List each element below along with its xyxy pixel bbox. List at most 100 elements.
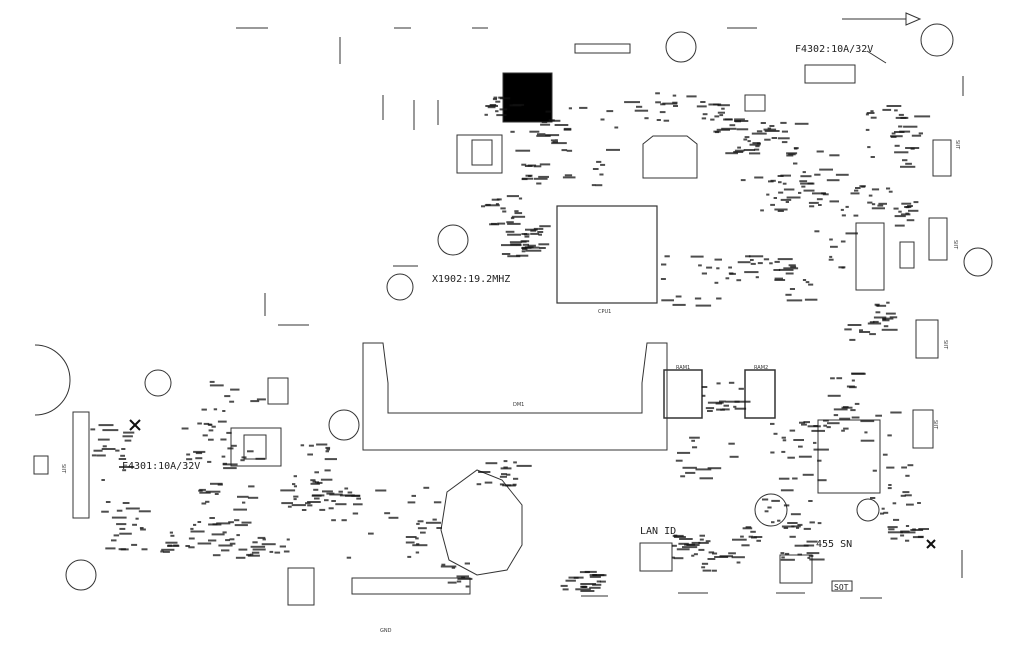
component-mark: [707, 401, 724, 404]
component-mark: [563, 128, 572, 131]
component-mark: [167, 544, 173, 547]
component-mark: [716, 382, 721, 385]
component-mark: [882, 317, 894, 320]
component-mark: [405, 541, 415, 544]
component-mark: [485, 462, 498, 465]
component-mark: [859, 185, 866, 188]
component-mark: [828, 258, 834, 261]
component-mark: [491, 222, 497, 225]
component-mark: [356, 497, 361, 500]
connector-label: SIIT: [942, 340, 948, 350]
component-mark: [780, 558, 795, 561]
component-mark: [871, 188, 880, 191]
component-mark: [906, 503, 914, 506]
component-mark: [725, 400, 740, 403]
component-mark: [774, 277, 783, 280]
component-mark: [889, 316, 898, 319]
component-mark: [750, 262, 756, 265]
component-mark: [823, 419, 829, 422]
component-mark: [225, 539, 230, 542]
component-mark: [314, 471, 319, 474]
component-mark: [898, 125, 903, 128]
component-mark: [510, 130, 515, 133]
component-mark: [849, 338, 856, 341]
component-mark: [764, 510, 769, 513]
component-mark: [119, 527, 126, 530]
component-mark: [451, 566, 456, 569]
component-mark: [338, 490, 343, 493]
component-mark: [712, 552, 718, 555]
component-mark: [313, 488, 319, 491]
component-mark: [698, 541, 709, 544]
component-mark: [548, 119, 555, 122]
component-mark: [850, 409, 856, 412]
component-mark: [699, 538, 704, 541]
component-mark: [707, 467, 722, 470]
component-mark: [901, 202, 912, 205]
component-mark: [787, 456, 795, 459]
component-mark: [853, 214, 859, 217]
component-mark: [279, 545, 286, 548]
component-mark: [280, 489, 296, 492]
component-mark: [719, 400, 726, 403]
component-mark: [201, 502, 207, 505]
component-mark: [530, 232, 540, 235]
component-mark: [898, 113, 904, 116]
component-mark: [441, 563, 446, 566]
component-mark: [771, 137, 777, 139]
component-mark: [811, 429, 825, 432]
component-mark: [867, 146, 871, 149]
component-mark: [523, 233, 530, 236]
component-mark: [595, 184, 603, 187]
component-mark: [859, 329, 863, 332]
component-mark: [119, 466, 135, 468]
component-mark: [324, 499, 329, 502]
component-mark: [786, 196, 801, 199]
component-mark: [781, 141, 788, 144]
component-mark: [695, 468, 712, 471]
component-mark: [748, 255, 764, 258]
component-mark: [584, 570, 597, 573]
component-mark: [592, 583, 602, 586]
component-mark: [883, 511, 889, 514]
component-mark: [917, 502, 921, 504]
component-mark: [501, 253, 511, 255]
component-mark: [716, 408, 722, 411]
component-mark: [770, 451, 775, 454]
component-mark: [763, 128, 777, 131]
component-mark: [830, 245, 838, 248]
component-mark: [891, 132, 896, 135]
component-mark: [737, 146, 741, 149]
component-mark: [291, 504, 306, 507]
component-mark: [864, 431, 868, 434]
component-mark: [197, 521, 202, 523]
component-mark: [661, 263, 667, 266]
component-mark: [518, 197, 523, 200]
component-mark: [197, 422, 202, 425]
component-mark: [835, 173, 849, 176]
component-mark: [331, 519, 336, 522]
component-mark: [512, 483, 517, 486]
component-mark: [734, 118, 745, 121]
component-mark: [233, 508, 247, 511]
component-mark: [871, 207, 885, 210]
component-mark: [743, 138, 748, 141]
component-mark: [774, 208, 788, 211]
component-mark: [893, 518, 900, 521]
component-mark: [600, 163, 606, 166]
component-mark: [900, 534, 905, 537]
component-mark: [489, 104, 497, 106]
component-mark: [671, 556, 675, 559]
component-mark: [813, 448, 829, 451]
component-mark: [764, 130, 780, 132]
component-mark: [102, 429, 119, 432]
component-mark: [262, 538, 266, 541]
component-mark: [447, 581, 457, 584]
component-mark: [818, 204, 822, 206]
component-mark: [794, 544, 809, 547]
component-mark: [797, 553, 802, 556]
component-mark: [804, 298, 818, 301]
component-mark: [868, 194, 873, 197]
component-mark: [850, 192, 860, 195]
